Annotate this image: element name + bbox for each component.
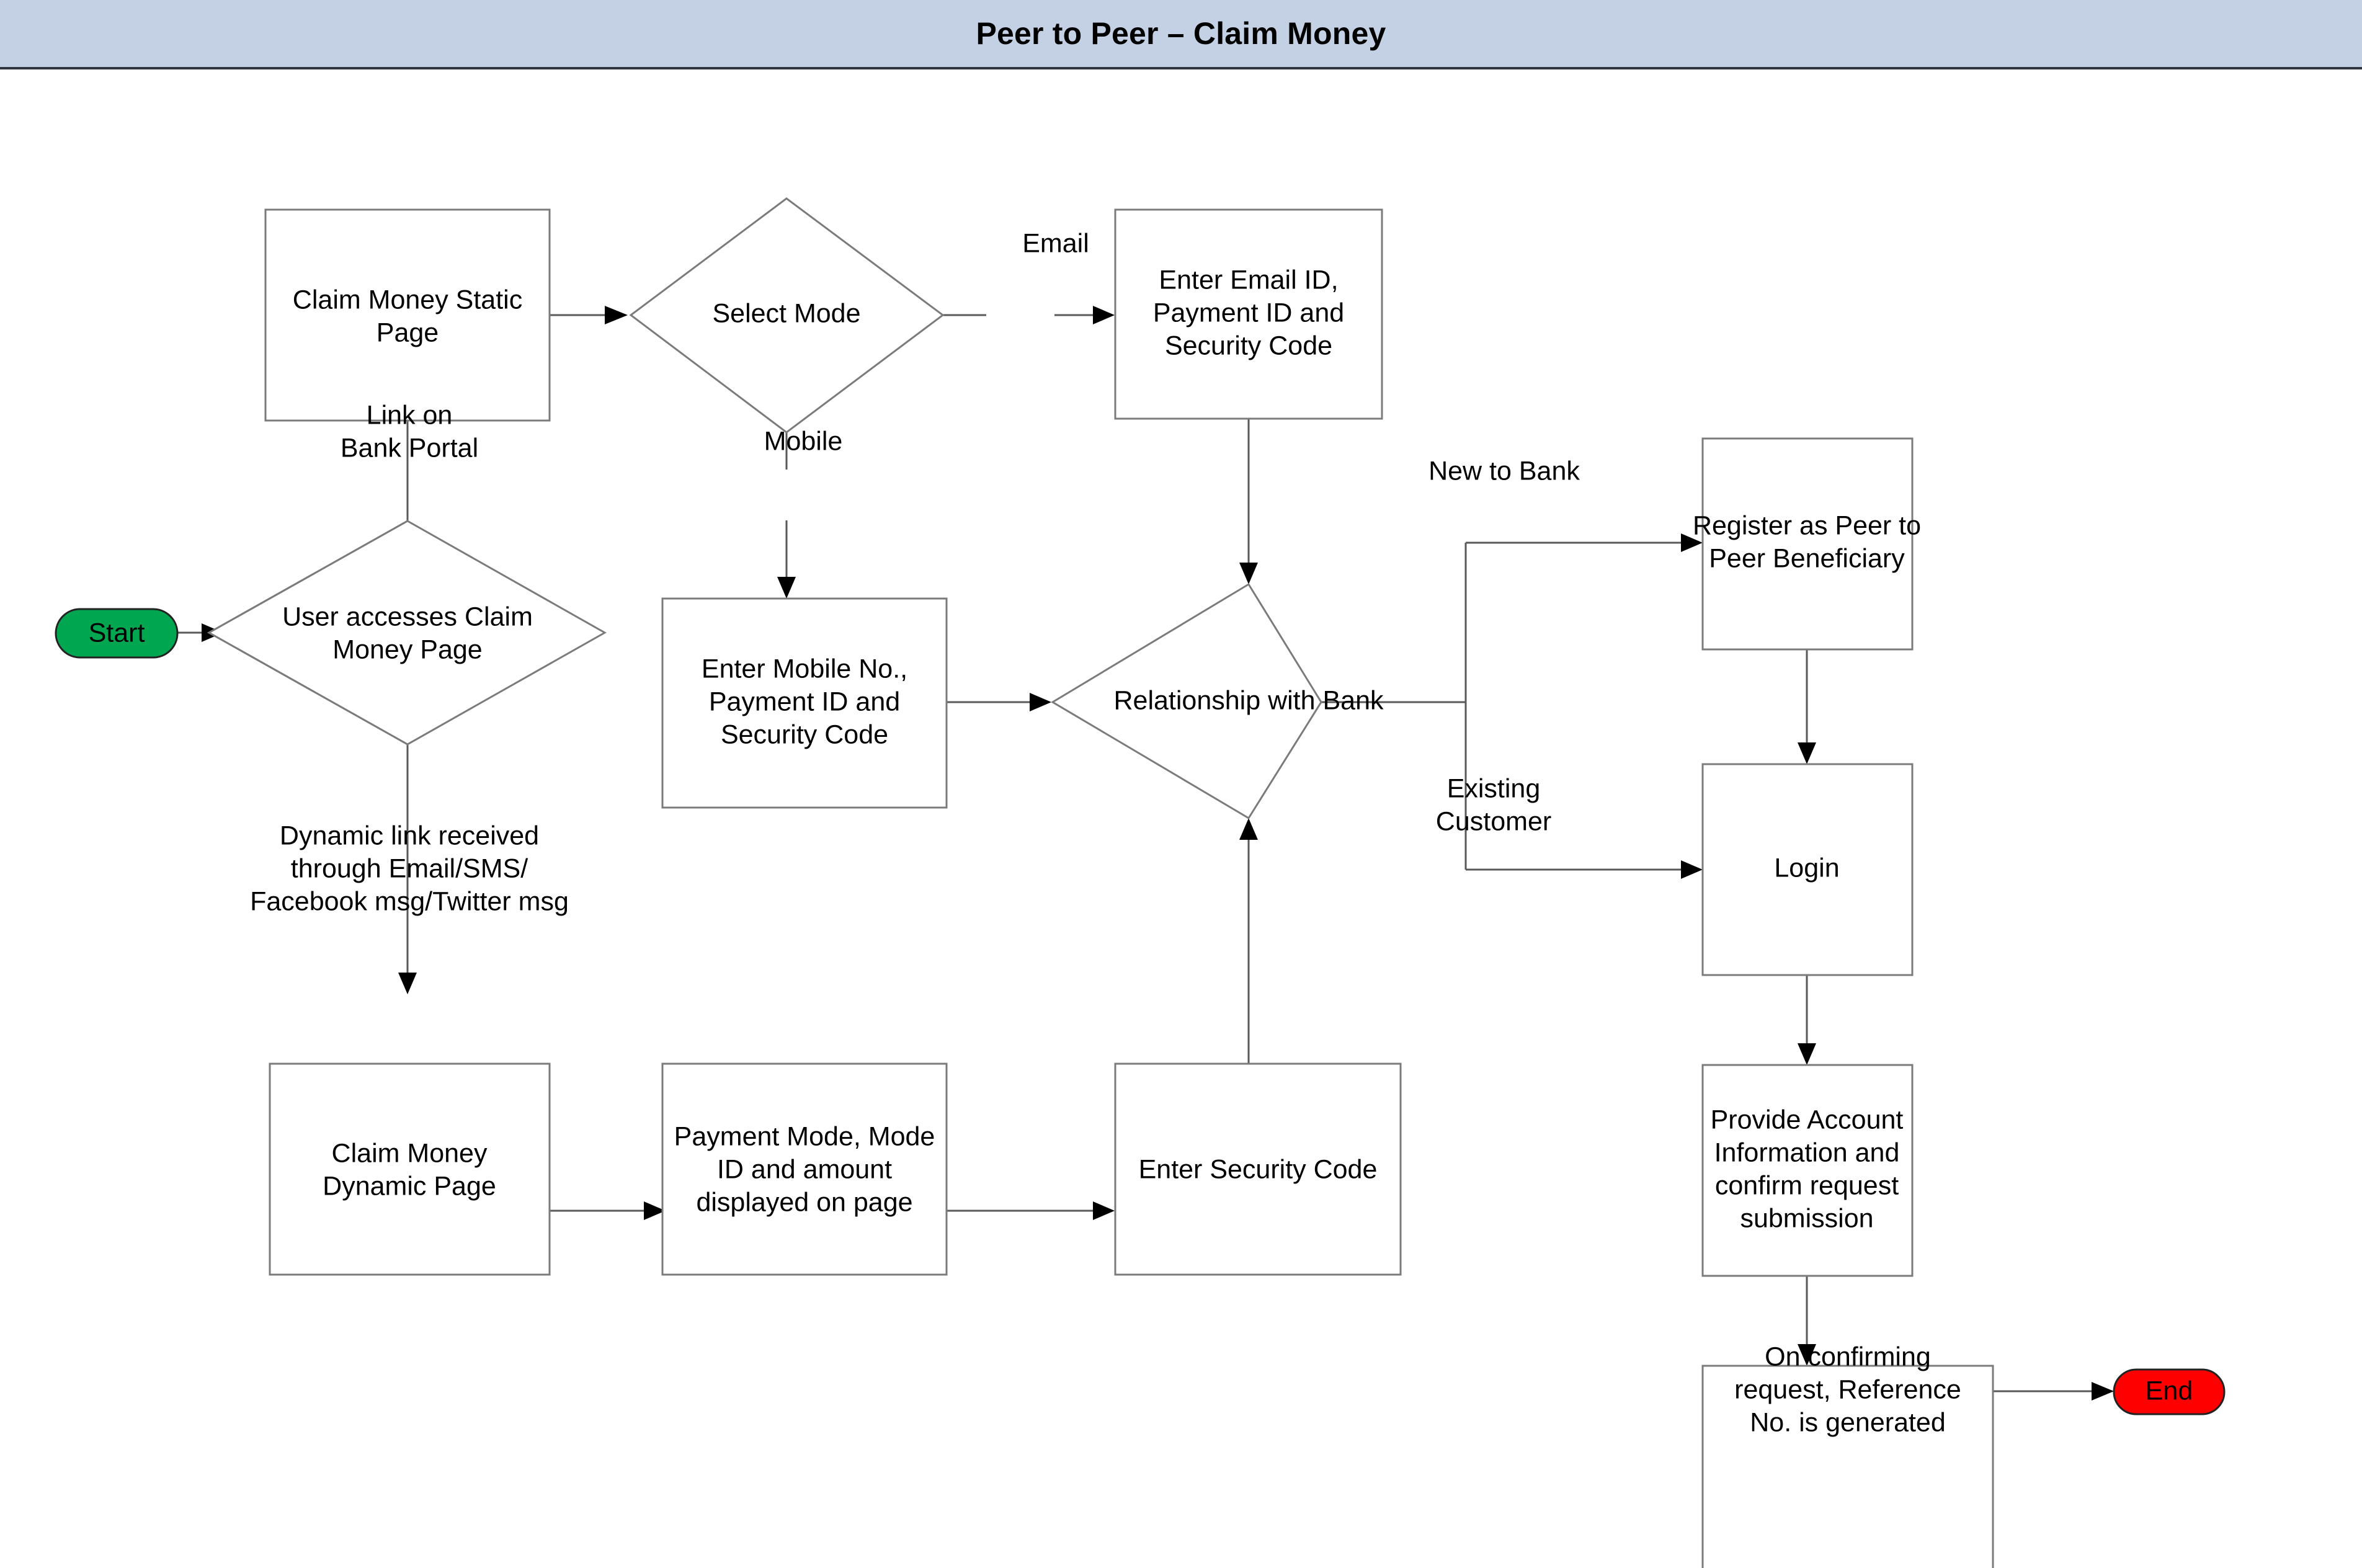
login-label: Login xyxy=(1774,853,1839,883)
node-user-accesses-claim-money-page[interactable]: User accesses Claim Money Page xyxy=(207,519,607,746)
flowchart-svg: Start Claim Money Static Page Select Mod… xyxy=(55,197,2226,1568)
select-mode-shape[interactable] xyxy=(629,197,945,434)
enter-email-label-line2: Payment ID and xyxy=(1153,298,1344,327)
node-end[interactable]: End xyxy=(2113,1368,2226,1415)
window-titlebar: Peer to Peer – Claim Money xyxy=(0,0,2362,69)
connector-register-to-login xyxy=(1798,649,1816,764)
payment-mode-label-line2: ID and amount xyxy=(717,1154,892,1184)
user-accesses-shape[interactable] xyxy=(207,520,607,746)
payment-mode-label-line1: Payment Mode, Mode xyxy=(674,1121,935,1151)
login-shape[interactable] xyxy=(1701,763,1914,976)
page-title: Peer to Peer – Claim Money xyxy=(976,16,1386,51)
enter-security-label: Enter Security Code xyxy=(1139,1154,1378,1184)
claim-static-label-line1: Claim Money Static xyxy=(293,285,522,314)
node-claim-money-static-page[interactable]: Claim Money Static Page xyxy=(264,208,551,422)
node-login[interactable]: Login xyxy=(1701,763,1914,976)
dynamic-link-line2: through Email/SMS/ xyxy=(291,853,528,883)
provide-account-label-line1: Provide Account xyxy=(1711,1105,1904,1134)
link-on-bank-portal-line2: Bank Portal xyxy=(341,433,478,463)
diagram-canvas: Start Claim Money Static Page Select Mod… xyxy=(0,69,2362,1568)
register-peer-shape[interactable] xyxy=(1701,437,1914,651)
mobile-label: Mobile xyxy=(764,426,843,456)
node-start[interactable]: Start xyxy=(55,608,179,659)
node-select-mode[interactable]: Select Mode xyxy=(629,197,945,434)
dynamic-link-line1: Dynamic link received xyxy=(280,821,539,850)
connector-user-accesses-to-claim-dynamic xyxy=(398,744,417,994)
edge-label-existing-customer: Existing Customer xyxy=(1436,773,1551,836)
link-on-bank-portal-line1: Link on xyxy=(367,400,453,430)
connector-payment-mode-to-enter-security xyxy=(947,1201,1115,1220)
start-terminator-shape[interactable] xyxy=(55,608,179,659)
enter-email-label-line1: Enter Email ID, xyxy=(1159,265,1338,295)
claim-static-shape[interactable] xyxy=(264,208,551,422)
connector-relationship-split xyxy=(1321,543,1467,870)
connector-select-mode-to-enter-mobile xyxy=(777,432,796,599)
claim-dynamic-shape[interactable] xyxy=(269,1062,551,1276)
provide-account-label-line4: submission xyxy=(1740,1203,1873,1233)
connector-layer xyxy=(177,306,2114,1401)
node-relationship-with-bank[interactable]: Relationship with Bank xyxy=(1051,582,1384,820)
connector-enter-security-to-relationship xyxy=(1239,818,1258,1063)
relationship-shape[interactable] xyxy=(1051,582,1322,820)
reference-no-shape[interactable] xyxy=(1701,1365,1994,1568)
edge-label-dynamic-link: Dynamic link received through Email/SMS/… xyxy=(250,821,569,916)
node-claim-money-dynamic-page[interactable]: Claim Money Dynamic Page xyxy=(269,1062,551,1276)
connector-select-mode-to-enter-email xyxy=(943,306,1115,324)
connector-existing-customer-to-login xyxy=(1466,860,1703,879)
node-enter-mobile-no[interactable]: Enter Mobile No., Payment ID and Securit… xyxy=(661,597,948,809)
enter-mobile-label-line3: Security Code xyxy=(721,719,888,749)
payment-mode-label-line3: displayed on page xyxy=(696,1187,912,1217)
node-provide-account-information[interactable]: Provide Account Information and confirm … xyxy=(1701,1064,1914,1277)
edge-label-link-on-bank-portal: Link on Bank Portal xyxy=(341,400,478,463)
enter-mobile-label-line2: Payment ID and xyxy=(709,687,900,716)
node-register-as-peer-beneficiary[interactable]: Register as Peer to Peer Beneficiary xyxy=(1693,437,1921,651)
enter-email-shape[interactable] xyxy=(1114,208,1383,420)
provide-account-shape[interactable] xyxy=(1701,1064,1914,1277)
existing-customer-line2: Customer xyxy=(1436,806,1551,836)
claim-dynamic-label-line1: Claim Money xyxy=(332,1138,488,1168)
node-payment-mode-details[interactable]: Payment Mode, Mode ID and amount display… xyxy=(661,1062,948,1276)
provide-account-label-line3: confirm request xyxy=(1715,1170,1899,1200)
relationship-label: Relationship with Bank xyxy=(1113,685,1384,715)
connector-new-to-bank-to-register xyxy=(1466,533,1703,552)
claim-static-label-line2: Page xyxy=(377,318,439,347)
register-peer-label-line1: Register as Peer to xyxy=(1693,510,1921,540)
payment-mode-shape[interactable] xyxy=(661,1062,948,1276)
edge-label-email: Email xyxy=(1022,228,1089,258)
node-enter-email-id[interactable]: Enter Email ID, Payment ID and Security … xyxy=(1114,208,1383,420)
edge-label-new-to-bank: New to Bank xyxy=(1428,456,1580,486)
reference-no-label-line2: request, Reference xyxy=(1734,1374,1961,1404)
end-terminator-shape[interactable] xyxy=(2113,1368,2226,1415)
claim-dynamic-label-line2: Dynamic Page xyxy=(323,1171,496,1201)
connector-claim-static-to-select-mode xyxy=(550,306,628,324)
edge-label-mobile: Mobile xyxy=(764,426,843,456)
enter-email-label-line3: Security Code xyxy=(1165,331,1332,360)
connector-claim-dynamic-to-payment-mode xyxy=(550,1201,666,1220)
reference-no-label-line3: No. is generated xyxy=(1750,1407,1946,1437)
start-label: Start xyxy=(89,618,145,648)
edge-label-layer: Link on Bank Portal Dynamic link receive… xyxy=(250,228,1580,916)
node-reference-no-generated[interactable]: On confirming request, Reference No. is … xyxy=(1701,1342,1994,1568)
email-label: Email xyxy=(1022,228,1089,258)
select-mode-label: Select Mode xyxy=(712,298,860,328)
existing-customer-line1: Existing xyxy=(1447,773,1541,803)
node-enter-security-code[interactable]: Enter Security Code xyxy=(1114,1062,1402,1276)
enter-security-shape[interactable] xyxy=(1114,1062,1402,1276)
register-peer-label-line2: Peer Beneficiary xyxy=(1709,543,1905,573)
connector-enter-mobile-to-relationship xyxy=(947,693,1051,711)
enter-mobile-label-line1: Enter Mobile No., xyxy=(702,654,907,684)
connector-reference-to-end xyxy=(1993,1382,2114,1401)
dynamic-link-line3: Facebook msg/Twitter msg xyxy=(250,886,569,916)
provide-account-label-line2: Information and xyxy=(1714,1138,1900,1167)
user-accesses-label-line1: User accesses Claim xyxy=(282,602,533,631)
user-accesses-label-line2: Money Page xyxy=(332,635,482,664)
new-to-bank-label: New to Bank xyxy=(1428,456,1580,486)
enter-mobile-shape[interactable] xyxy=(661,597,948,809)
connector-provide-account-to-reference xyxy=(1798,1276,1816,1366)
reference-no-label-line1: On confirming xyxy=(1765,1342,1931,1371)
connector-enter-email-to-relationship xyxy=(1239,419,1258,584)
connector-login-to-provide-account xyxy=(1798,975,1816,1065)
end-label: End xyxy=(2146,1376,2193,1405)
